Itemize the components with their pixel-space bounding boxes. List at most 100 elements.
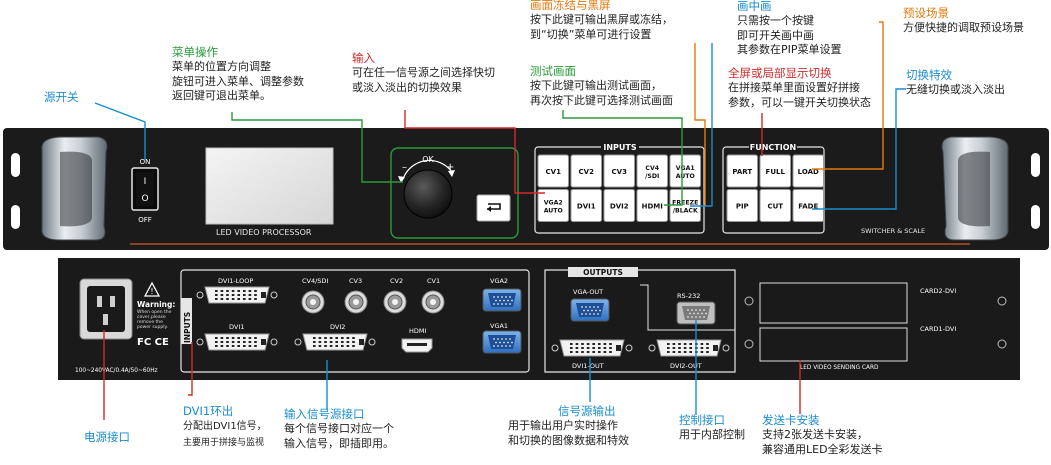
dvi1-out-port[interactable] xyxy=(551,339,633,357)
leader-transition xyxy=(812,88,906,210)
power-socket[interactable] xyxy=(79,278,133,340)
menu-knob[interactable] xyxy=(403,169,453,219)
annotation-preset-title: 预设场景 xyxy=(903,6,949,20)
cv2-port[interactable] xyxy=(383,290,407,314)
annotation-power-switch-title: 源开关 xyxy=(44,90,79,104)
outputs-title: OUTPUTS xyxy=(583,268,623,277)
dvi1-port[interactable] xyxy=(196,333,278,351)
input-button-dvi1[interactable]: DVI1 xyxy=(570,189,602,222)
annotation-ports-line-2: 输入信号，即插即用。 xyxy=(284,436,394,450)
lcd-screen xyxy=(205,147,334,225)
cv2-label: CV2 xyxy=(390,277,403,285)
vga1-label: VGA1 xyxy=(490,322,508,330)
screw-1-icon xyxy=(744,296,754,306)
leader-pip xyxy=(690,43,713,207)
input-button-label: DVI1 xyxy=(577,203,596,211)
dvi1-loop-port[interactable] xyxy=(196,286,278,304)
dvi2-port[interactable] xyxy=(294,333,376,351)
cert-marks: FC CE xyxy=(137,337,169,348)
leader-test-pattern xyxy=(562,110,683,206)
inputs-title: INPUTS xyxy=(603,143,636,152)
dvi2-out-port[interactable] xyxy=(648,339,730,357)
card2-slot[interactable] xyxy=(759,282,908,324)
knob-arrow-right-icon xyxy=(448,170,455,177)
input-button-hdmi[interactable]: HDMI xyxy=(636,189,668,222)
svg-text:cover,please: cover,please xyxy=(137,314,166,320)
card2-label: CARD2-DVI xyxy=(920,287,956,295)
leader-input xyxy=(404,110,545,194)
lcd-label: LED VIDEO PROCESSOR xyxy=(216,228,312,237)
rear-ports xyxy=(196,286,730,357)
vga2-port[interactable] xyxy=(482,288,522,312)
card1-slot[interactable] xyxy=(759,327,908,362)
annotation-pip-line-2: 即可开关画中画 xyxy=(737,28,814,42)
annotation-card-line-2: 兼容通用LED全彩发送卡 xyxy=(762,442,883,456)
cv3-port[interactable] xyxy=(344,290,368,314)
annotation-pip: 画中画 只需按一个按键 即可开关画中画 其参数在PIP菜单设置 xyxy=(737,0,842,58)
leader-lines xyxy=(94,21,906,420)
front-panel: ON I O OFF LED VIDEO PROCESSOR OK – + IN… xyxy=(3,128,1049,250)
annotation-input: 输入 可在任一信号源之间选择快切 或淡入淡出的切换效果 xyxy=(352,51,495,95)
return-button[interactable] xyxy=(476,194,511,222)
hdmi-port[interactable] xyxy=(401,338,433,353)
annotation-pip-line-1: 只需按一个按键 xyxy=(737,14,814,27)
input-button-cv2[interactable]: CV2 xyxy=(570,154,602,188)
annotation-test-pattern: 测试画面 按下此键可输出测试画面， 再次按下此键可选择测试画面 xyxy=(530,64,673,108)
function-button-full[interactable]: FULL xyxy=(759,154,791,188)
input-button-cv3[interactable]: CV3 xyxy=(603,154,635,188)
rack-slot-left xyxy=(11,153,20,177)
power-off-label: OFF xyxy=(138,216,152,224)
annotation-transition-title: 切换特效 xyxy=(906,68,952,82)
dvi1-loop-label: DVI1-LOOP xyxy=(218,277,253,285)
annotation-sending-card: 发送卡安装 支持2张发送卡安装， 兼容通用LED全彩发送卡 xyxy=(762,413,883,457)
annotation-card-line-1: 支持2张发送卡安装， xyxy=(762,428,868,441)
annotation-power-switch: 源开关 xyxy=(44,90,79,105)
function-title: FUNCTION xyxy=(750,143,796,152)
input-button-cv4-sdi[interactable]: CV4/SDI xyxy=(636,154,668,188)
return-icon xyxy=(487,206,491,212)
power-switch[interactable]: ON I O OFF xyxy=(131,158,159,224)
function-button-fade[interactable]: FADE xyxy=(792,189,824,222)
annotation-power-socket: 电源接口 xyxy=(84,430,130,445)
function-button-label: PART xyxy=(732,168,752,176)
warning-triangle-icon xyxy=(143,281,161,297)
function-button-label: FULL xyxy=(766,168,786,176)
function-button-cut[interactable]: CUT xyxy=(759,189,791,222)
vga-out-label: VGA-OUT xyxy=(573,288,603,296)
annotation-signal-output: 信号源输出 用于输出用户实时操作 和切换的图像数据和特效 xyxy=(508,404,629,448)
annotation-menu-line-2: 旋钮可进入菜单、调整参数 xyxy=(172,74,304,88)
annotation-preset-line-1: 方便快捷的调取预设场景 xyxy=(903,21,1024,34)
input-button-label: AUTO xyxy=(544,208,563,215)
function-button-part[interactable]: PART xyxy=(726,154,758,188)
annotation-output-line-2: 和切换的图像数据和特效 xyxy=(508,433,629,447)
leader-freeze xyxy=(694,43,706,206)
input-button-dvi2[interactable]: DVI2 xyxy=(603,189,635,222)
screw-2-icon xyxy=(744,339,754,349)
cv1-port[interactable] xyxy=(421,290,445,314)
cv3-label: CV3 xyxy=(349,277,362,285)
annotation-control-port: 控制接口 用于内部控制 xyxy=(679,413,745,443)
annotation-freeze-black: 画面冻结与黑屏 按下此键可输出黑屏或冻结， 到“切换”菜单可进行设置 xyxy=(530,0,673,42)
handle-left[interactable] xyxy=(41,136,108,241)
function-button-load[interactable]: LOAD xyxy=(792,154,824,188)
function-button-pip[interactable]: PIP xyxy=(726,189,758,222)
annotation-output-title: 信号源输出 xyxy=(558,404,616,418)
annotation-freeze-title: 画面冻结与黑屏 xyxy=(530,0,611,12)
cv1-label: CV1 xyxy=(427,277,440,285)
handle-right[interactable] xyxy=(941,136,1009,241)
brand-label: SWITCHER & SCALE xyxy=(861,227,925,235)
vga-out-port[interactable] xyxy=(570,298,610,322)
cv4-sdi-port[interactable] xyxy=(301,290,325,314)
rack-slot-right xyxy=(1031,153,1040,177)
input-button-cv1[interactable]: CV1 xyxy=(537,154,569,188)
input-button-label: CV1 xyxy=(546,168,562,176)
annotation-preset: 预设场景 方便快捷的调取预设场景 xyxy=(903,6,1024,36)
vga1-port[interactable] xyxy=(482,330,522,354)
annotation-dvi1-loop-title: DVI1环出 xyxy=(183,404,234,418)
input-button-label: CV3 xyxy=(612,168,628,176)
